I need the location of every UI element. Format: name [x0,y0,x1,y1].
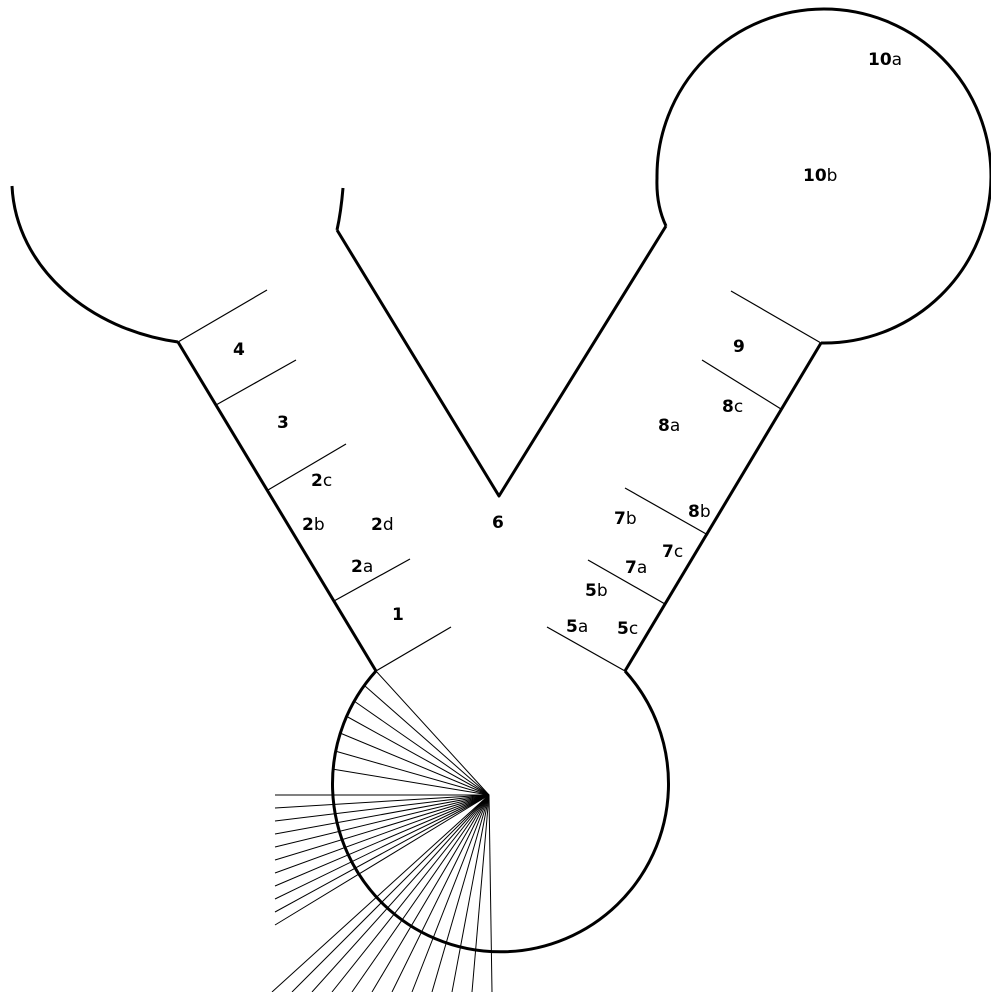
label-2c: 2c [311,471,332,491]
fan-line [275,795,489,821]
v-notch-edge [337,226,666,496]
label-2d: 2d [371,515,394,535]
fan-line [412,795,489,992]
label-8c: 8c [722,397,743,417]
bottom-circle [333,671,669,952]
fan-line [275,795,489,847]
fan-line [275,795,489,912]
divider-3-2 [268,444,346,490]
fan-line [489,795,492,992]
left-arm-outer-edge [178,342,376,671]
fan-line [272,795,489,992]
left-arm-top-stub [337,188,343,230]
label-4: 4 [233,340,245,360]
fan-line [340,733,489,795]
fan-line [372,795,489,992]
label-5b: 5b [585,581,608,601]
label-2a: 2a [351,557,373,577]
fan-line [452,795,489,992]
label-7b: 7b [614,509,637,529]
fan-line [354,701,489,795]
divider-4-top [178,290,267,342]
labels: 1 2a 2b 2c 2d 3 4 5a 5b 5c 6 7a 7b 7c 8a… [233,50,902,639]
label-5a: 5a [566,617,588,637]
label-1: 1 [392,605,404,625]
fan-line [376,671,489,795]
divider-4-3 [216,360,296,405]
label-2b: 2b [302,515,325,535]
label-5c: 5c [617,619,638,639]
left-top-circle [12,186,178,342]
label-3: 3 [277,413,289,433]
label-8a: 8a [658,416,680,436]
fan-line [275,795,489,899]
label-9: 9 [733,337,745,357]
divider-1-base [376,627,451,671]
label-6: 6 [492,513,504,533]
outline [12,9,991,952]
label-8b: 8b [688,502,711,522]
label-7a: 7a [625,558,647,578]
right-arm-outer-edge [625,343,821,671]
label-10b: 10b [803,166,837,186]
segment-dividers [178,290,821,671]
divider-9-top [731,291,821,343]
label-10a: 10a [868,50,902,70]
fan-line [332,795,489,992]
fan-line [275,795,489,808]
fan-line [365,686,489,795]
fan-lines [272,671,492,992]
label-7c: 7c [662,542,683,562]
